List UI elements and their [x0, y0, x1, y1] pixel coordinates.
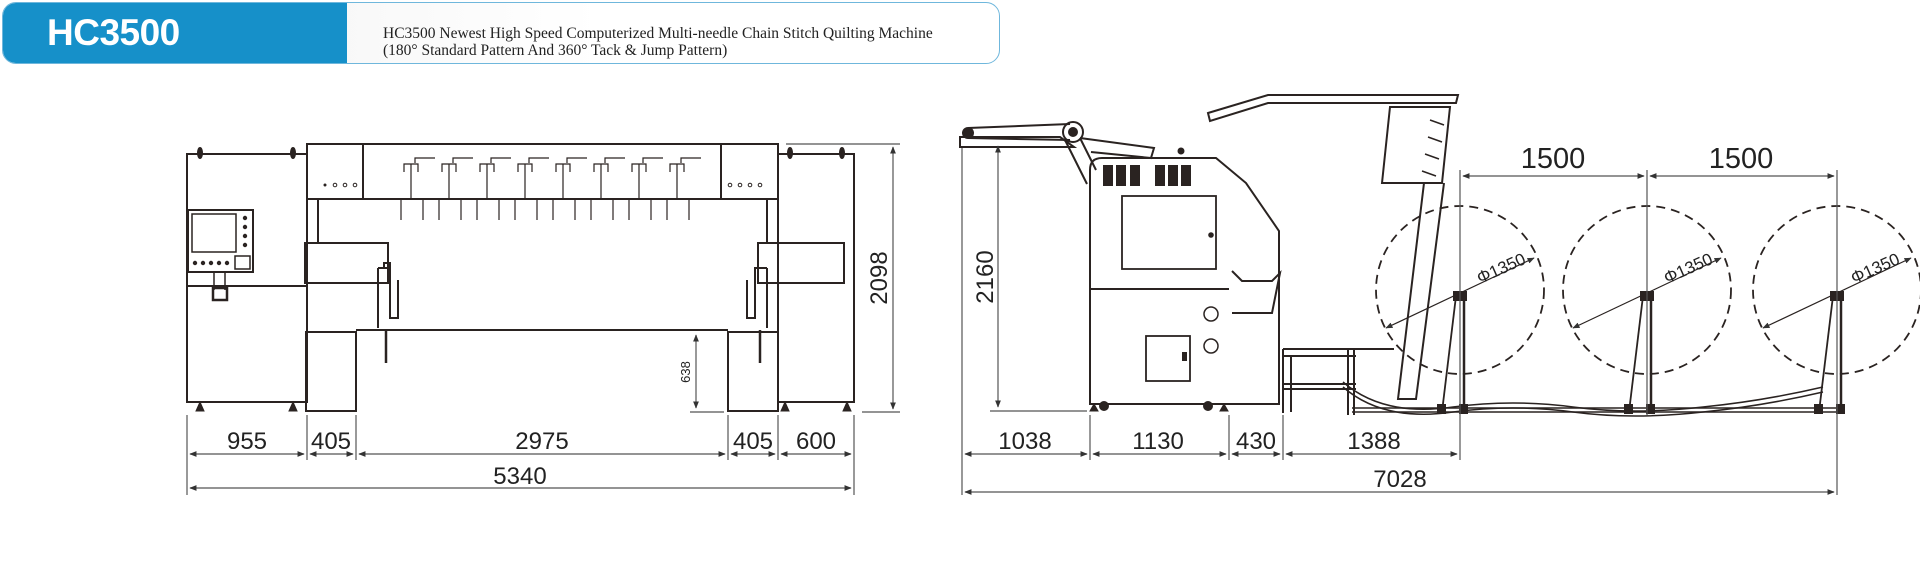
needle-heads: [400, 157, 701, 220]
panel-buttons-icon: [192, 215, 248, 266]
needle-head: [514, 157, 549, 220]
dim-1500-second: 1500: [1709, 143, 1774, 175]
feed-arm: [959, 121, 1156, 185]
side-window: [1121, 195, 1217, 270]
overhead-frame: [1206, 94, 1460, 400]
needle-head: [438, 157, 473, 220]
dim-1388: 1388: [1347, 428, 1400, 455]
dim-405-right: 405: [733, 428, 773, 455]
dim-roll-diameter-3: Φ1350: [1848, 249, 1903, 287]
dim-7028: 7028: [1373, 466, 1426, 493]
title-banner: HC3500 HC3500 Newest High Speed Computer…: [2, 2, 1000, 64]
dim-2975: 2975: [515, 428, 568, 455]
foot: [1459, 404, 1468, 414]
description-line-1: HC3500 Newest High Speed Computerized Mu…: [383, 25, 933, 42]
dim-2160: 2160: [972, 250, 999, 303]
foot: [1646, 404, 1655, 414]
side-dimensions: [961, 145, 1838, 495]
needle-head: [628, 157, 663, 220]
front-view: [186, 143, 855, 412]
needle-head: [666, 157, 701, 220]
fabric-rolls: [1375, 205, 1920, 414]
side-dimension-labels: 1038 1130 430 1388 7028 2160 1500 1500 Φ…: [972, 143, 1903, 493]
platform: [1282, 348, 1394, 415]
description-line-2: (180° Standard Pattern And 360° Tack & J…: [383, 42, 728, 59]
control-panel: [187, 209, 254, 273]
indicator-lights-icon: [323, 182, 763, 188]
needle-head: [476, 157, 511, 220]
dim-405-left: 405: [311, 428, 351, 455]
foot: [1814, 404, 1823, 414]
roll-brace: [1628, 295, 1644, 413]
model-badge: HC3500: [3, 3, 347, 63]
roll-brace: [1441, 295, 1457, 413]
needle-head: [590, 157, 625, 220]
side-door: [1145, 335, 1191, 382]
side-cabinet: [1089, 147, 1282, 412]
front-dimension-labels: 955 405 2975 405 600 5340 2098 638: [227, 251, 893, 490]
foot: [1836, 404, 1845, 414]
needle-head: [400, 157, 435, 220]
dim-roll-diameter-2: Φ1350: [1661, 249, 1716, 287]
roll-brace: [1818, 295, 1834, 413]
dim-955: 955: [227, 428, 267, 455]
dim-638: 638: [678, 361, 693, 383]
dim-1038: 1038: [998, 428, 1051, 455]
base-rails: [1342, 381, 1844, 417]
foot: [1437, 404, 1446, 414]
side-view: [959, 94, 1920, 417]
dim-5340: 5340: [493, 463, 546, 490]
dim-1500-first: 1500: [1521, 143, 1586, 175]
needle-head: [552, 157, 587, 220]
needle-bar-beam: [306, 143, 779, 200]
dim-430: 430: [1236, 428, 1276, 455]
machine-description: HC3500 Newest High Speed Computerized Mu…: [383, 25, 933, 59]
vent-grilles-icon: [1103, 165, 1191, 186]
dim-roll-diameter-1: Φ1350: [1474, 249, 1529, 287]
left-control-cabinet: [186, 147, 308, 412]
dim-600: 600: [796, 428, 836, 455]
foot: [1624, 404, 1633, 414]
dim-1130: 1130: [1132, 428, 1184, 455]
model-name: HC3500: [47, 12, 180, 53]
front-dimensions: [186, 143, 900, 495]
dim-2098: 2098: [866, 251, 893, 304]
touch-screen-icon: [191, 213, 237, 253]
